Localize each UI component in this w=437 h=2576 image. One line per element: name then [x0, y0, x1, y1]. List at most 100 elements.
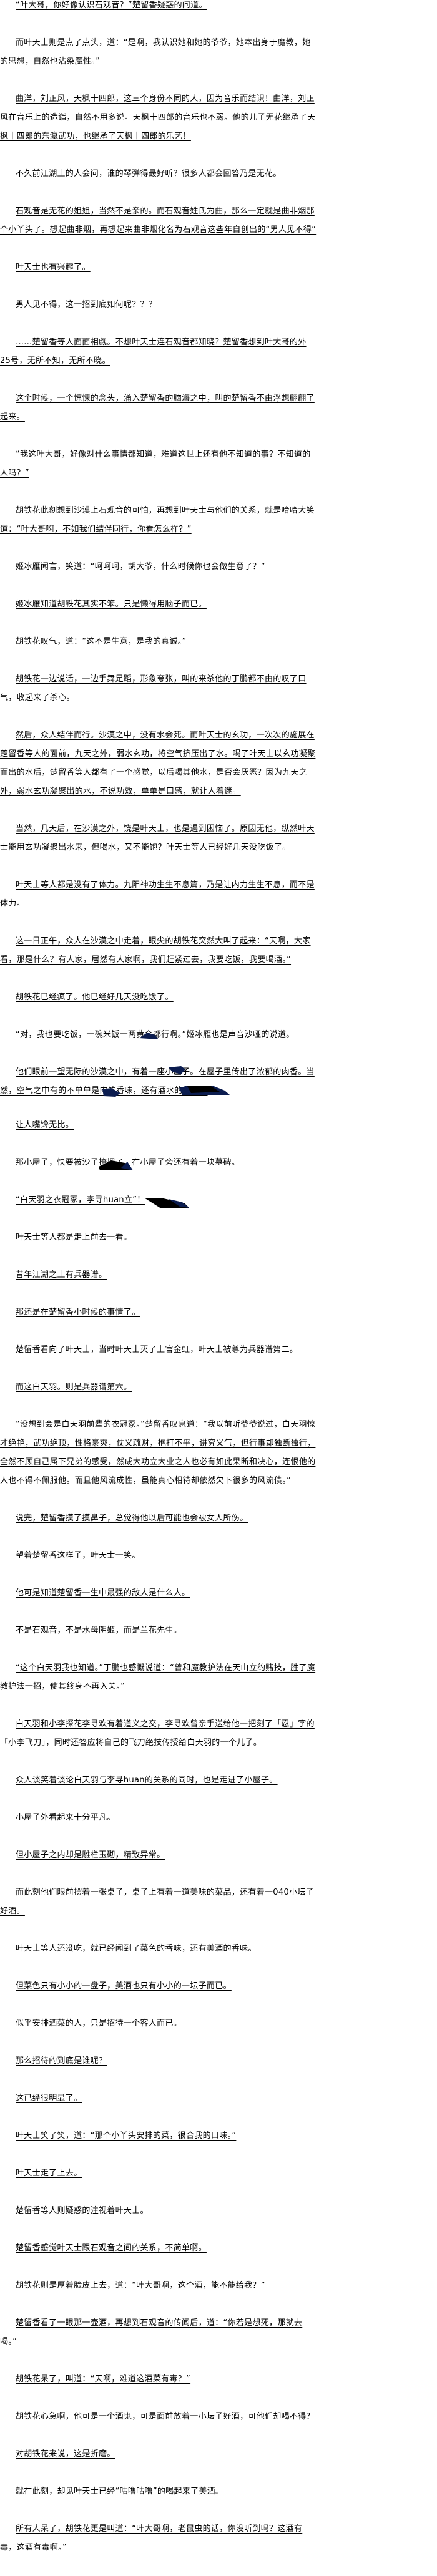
- paragraph-text: 他们眼前一望无际的沙漠之中，有着一座小屋子。在屋子里传出了浓郁的肉香。当然，空气…: [0, 1067, 315, 1096]
- paragraph: 那么招待的到底是谁呢？: [0, 2052, 317, 2071]
- paragraph: 这已经很明显了。: [0, 2089, 317, 2108]
- paragraph: 胡铁花此刻想到沙漠上石观音的可怕，再想到叶天士与他们的关系，就是哈哈大笑道：“叶…: [0, 502, 317, 539]
- paragraph-text: 胡铁花此刻想到沙漠上石观音的可怕，再想到叶天士与他们的关系，就是哈哈大笑道：“叶…: [0, 506, 315, 534]
- paragraph: 不久前江湖上的人会问，谁的琴弹得最好听？很多人都会回答乃是无花。: [0, 165, 317, 183]
- paragraph: 楚留香看向了叶天士，当时叶天士灭了上官金虹，叶天士被尊为兵器谱第二。: [0, 1341, 317, 1359]
- paragraph: 胡铁花叹气，道：“这不是生意，是我的真诚。”: [0, 633, 317, 651]
- paragraph-text: 叶天士等人都是走上前去一看。: [16, 1233, 132, 1242]
- paragraph-text: 那还是在楚留香小时候的事情了。: [16, 1308, 140, 1317]
- paragraph-text: 叶天士笑了笑，道：“那个小丫头安排的菜，很合我的口味。”: [16, 2131, 237, 2141]
- paragraph-text: 望着楚留香这样子，叶天士一笑。: [16, 1551, 140, 1560]
- paragraph-text: 姬冰雁知道胡铁花其实不笨。只是懒得用脑子而已。: [16, 600, 207, 609]
- paragraph-text: 胡铁花呆了，叫道：“天啊，难道这酒菜有毒？”: [16, 2374, 191, 2384]
- paragraph-text: 胡铁花叹气，道：“这不是生意，是我的真诚。”: [16, 637, 187, 646]
- paragraph: 而叶天士则是点了点头，道：“是啊，我认识她和她的爷爷，她本出身于魔教，她的思想，…: [0, 34, 317, 71]
- paragraph: 叶天士等人都是没有了体力。九阳神功生生不息篇，乃是让内力生生不息，而不是体力。: [0, 876, 317, 913]
- paragraph-text: “我这叶大哥，好像对什么事情都知道，难道这世上还有他不知道的事？不知道的人吗？”: [0, 450, 311, 478]
- paragraph-text: 小屋子外看起来十分平凡。: [16, 1813, 115, 1822]
- paragraph: 男人见不得，这一招到底如何呢？？？: [0, 296, 317, 314]
- paragraph-text: 他可是知道楚留香一生中最强的敌人是什么人。: [16, 1588, 190, 1598]
- paragraph: “叶大哥，你好像认识石观音？”楚留香疑惑的问道。: [0, 0, 317, 15]
- paragraph-text: 楚留香等人则疑惑的注视着叶天士。: [16, 2206, 149, 2215]
- paragraph-text: “对，我也要吃饭，一碗米饭一两黄金都行啊。”姬冰雁也是声音沙哑的说道。: [16, 1030, 295, 1039]
- paragraph: 姬冰雁知道胡铁花其实不笨。只是懒得用脑子而已。: [0, 595, 317, 614]
- paragraph-text: 男人见不得，这一招到底如何呢？？？: [16, 300, 157, 309]
- paragraph: 对胡铁花来说，这是折磨。: [0, 2445, 317, 2464]
- paragraph-text: 不久前江湖上的人会问，谁的琴弹得最好听？很多人都会回答乃是无花。: [16, 169, 282, 178]
- paragraph: 那小屋子，快要被沙子掩埋了。在小屋子旁还有着一块墓碑。: [0, 1154, 317, 1172]
- paragraph-text: 然后，众人结伴而行。沙漠之中，没有水会死。而叶天士的玄功，一次次的施展在楚留香等…: [0, 731, 316, 796]
- paragraph: 当然，几天后，在沙漠之外，饶是叶天士，也是遇到困恼了。原因无他，纵然叶天士能用玄…: [0, 820, 317, 857]
- paragraph-text: 楚留香看了一眼那一壶酒，再想到石观音的传闻后，道：“你若是想死，那就去喝。”: [0, 2318, 303, 2346]
- paragraph-text: 胡铁花已经疯了。他已经好几天没吃饭了。: [16, 993, 174, 1002]
- paragraph: 曲洋，刘正风，天枫十四郎，这三个身份不同的人，因为音乐而结识！曲洋，刘正风在音乐…: [0, 90, 317, 146]
- paragraph-text: 叶天士等人都是没有了体力。九阳神功生生不息篇，乃是让内力生生不息，而不是体力。: [0, 880, 315, 908]
- paragraph-text: “叶大哥，你好像认识石观音？”楚留香疑惑的问道。: [16, 1, 207, 10]
- paragraph: “白天羽之衣冠冢，李寻huan立”！: [0, 1191, 317, 1210]
- paragraph-text: 众人谈笑着谈论白天羽与李寻huan的关系的同时，也是走进了小屋子。: [16, 1776, 278, 1785]
- paragraph-text: 楚留香看向了叶天士，当时叶天士灭了上官金虹，叶天士被尊为兵器谱第二。: [16, 1345, 298, 1354]
- paragraph-text: 但小屋子之内却是雕栏玉砌，精致异常。: [16, 1850, 165, 1860]
- paragraph-text: 这一日正午，众人在沙漠之中走着，眼尖的胡铁花突然大叫了起来：“天啊，大家看，那是…: [0, 936, 311, 965]
- paragraph: 叶天士等人都是走上前去一看。: [0, 1228, 317, 1247]
- paragraph-text: 那小屋子，快要被沙子掩埋了。在小屋子旁还有着一块墓碑。: [16, 1158, 240, 1167]
- paragraph: 说完，楚留香摸了摸鼻子，总觉得他以后可能也会被女人所伤。: [0, 1509, 317, 1528]
- paragraph-text: 那么招待的到底是谁呢？: [16, 2056, 107, 2066]
- paragraph: 楚留香等人则疑惑的注视着叶天士。: [0, 2202, 317, 2220]
- paragraph-text: 而这白天羽。则是兵器谱第六。: [16, 1383, 132, 1392]
- paragraph: 叶天士走了上去。: [0, 2164, 317, 2183]
- paragraph: “我这叶大哥，好像对什么事情都知道，难道这世上还有他不知道的事？不知道的人吗？”: [0, 445, 317, 483]
- paragraph: 石观音是无花的姐姐，当然不是亲的。而石观音姓氏为曲，那么一定就是曲非烟那个小丫头…: [0, 202, 317, 240]
- paragraph: 胡铁花已经疯了。他已经好几天没吃饭了。: [0, 988, 317, 1007]
- paragraph-text: 这个时候，一个惊悚的念头，涌入楚留香的脑海之中，叫的楚留香不由浮想翩翩了起来。: [0, 394, 315, 422]
- paragraph: 他们眼前一望无际的沙漠之中，有着一座小屋子。在屋子里传出了浓郁的肉香。当然，空气…: [0, 1063, 317, 1101]
- paragraph: 楚留香看了一眼那一壶酒，再想到石观音的传闻后，道：“你若是想死，那就去喝。”: [0, 2314, 317, 2351]
- paragraph-text: 不是石观音，不是水母阴姬，而是兰花先生。: [16, 1626, 182, 1635]
- paragraph-text: “没想到会是白天羽前辈的衣冠冢。”楚留香叹息道：“我以前听爷爷说过，白天羽惊才绝…: [0, 1420, 316, 1485]
- document-body: “叶大哥，你好像认识石观音？”楚留香疑惑的问道。 而叶天士则是点了点头，道：“是…: [0, 0, 317, 2557]
- paragraph-text: 而叶天士则是点了点头，道：“是啊，我认识她和她的爷爷，她本出身于魔教，她的思想，…: [0, 38, 311, 66]
- paragraph-text: “白天羽之衣冠冢，李寻huan立”！: [16, 1195, 145, 1205]
- paragraph: 望着楚留香这样子，叶天士一笑。: [0, 1547, 317, 1565]
- paragraph-text: 叶天士也有兴趣了。: [16, 263, 91, 272]
- paragraph: 叶天士也有兴趣了。: [0, 258, 317, 277]
- paragraph: 那还是在楚留香小时候的事情了。: [0, 1303, 317, 1322]
- paragraph: 众人谈笑着谈论白天羽与李寻huan的关系的同时，也是走进了小屋子。: [0, 1771, 317, 1790]
- paragraph-text: 曲洋，刘正风，天枫十四郎，这三个身份不同的人，因为音乐而结识！曲洋，刘正风在音乐…: [0, 94, 316, 141]
- paragraph-text: 叶天士走了上去。: [16, 2169, 82, 2178]
- paragraph-text: 而此刻他们眼前摆着一张桌子，桌子上有着一道美味的菜品，还有着一040小坛子好酒。: [0, 1888, 314, 1916]
- paragraph: 胡铁花心急啊，他可是一个酒鬼，可是面前放着一小坛子好酒，可他们却喝不得？: [0, 2408, 317, 2426]
- paragraph-text: 所有人呆了，胡铁花更是叫道：“叶大哥啊，老鼠虫的话，你没听到吗？这酒有毒，这酒有…: [0, 2524, 303, 2552]
- paragraph: 胡铁花一边说话，一边手舞足蹈，形象夸张，叫的来杀他的丁鹏都不由的叹了口气，收起来…: [0, 670, 317, 707]
- paragraph: 胡铁花呆了，叫道：“天啊，难道这酒菜有毒？”: [0, 2370, 317, 2389]
- paragraph: 白天羽和小李探花李寻欢有着道义之交，李寻欢曾亲手送给他一把刻了「忍」字的「小李飞…: [0, 1715, 317, 1752]
- paragraph: ……楚留香等人面面相觑。不想叶天士连石观音都知晓？楚留香想到叶大哥的外25号，无…: [0, 333, 317, 371]
- paragraph: 胡铁花则是厚着脸皮上去，道：“叶大哥啊，这个酒，能不能给我？”: [0, 2277, 317, 2295]
- paragraph: 而此刻他们眼前摆着一张桌子，桌子上有着一道美味的菜品，还有着一040小坛子好酒。: [0, 1883, 317, 1921]
- paragraph: 不是石观音，不是水母阴姬，而是兰花先生。: [0, 1621, 317, 1640]
- paragraph-text: 姬冰雁闻言，笑道：“呵呵呵，胡大爷，什么时候你也会做生意了？”: [16, 562, 265, 571]
- paragraph: 叶天士等人还没吃，就已经闻到了菜色的香味，还有美酒的香味。: [0, 1940, 317, 1958]
- paragraph-text: 胡铁花心急啊，他可是一个酒鬼，可是面前放着一小坛子好酒，可他们却喝不得？: [16, 2412, 315, 2421]
- paragraph: 让人嘴馋无比。: [0, 1116, 317, 1135]
- paragraph-text: ……楚留香等人面面相觑。不想叶天士连石观音都知晓？楚留香想到叶大哥的外25号，无…: [0, 338, 307, 366]
- paragraph: 所有人呆了，胡铁花更是叫道：“叶大哥啊，老鼠虫的话，你没听到吗？这酒有毒，这酒有…: [0, 2520, 317, 2557]
- paragraph-text: “这个白天羽我也知道。”丁鹏也感慨说道：“曾和魔教护法在天山立约赌技，胜了魔教护…: [0, 1663, 316, 1691]
- paragraph-text: 石观音是无花的姐姐，当然不是亲的。而石观音姓氏为曲，那么一定就是曲非烟那个小丫头…: [0, 207, 317, 235]
- paragraph: 然后，众人结伴而行。沙漠之中，没有水会死。而叶天士的玄功，一次次的施展在楚留香等…: [0, 726, 317, 801]
- paragraph: 姬冰雁闻言，笑道：“呵呵呵，胡大爷，什么时候你也会做生意了？”: [0, 558, 317, 576]
- paragraph-text: 这已经很明显了。: [16, 2094, 82, 2103]
- paragraph: 昔年江湖之上有兵器谱。: [0, 1266, 317, 1285]
- paragraph-text: 但菜色只有小小的一盘子，美酒也只有小小的一坛子而已。: [16, 1981, 232, 1991]
- paragraph-text: 胡铁花则是厚着脸皮上去，道：“叶大哥啊，这个酒，能不能给我？”: [16, 2281, 265, 2290]
- paragraph-text: 对胡铁花来说，这是折磨。: [16, 2449, 115, 2459]
- paragraph: “没想到会是白天羽前辈的衣冠冢。”楚留香叹息道：“我以前听爷爷说过，白天羽惊才绝…: [0, 1416, 317, 1490]
- paragraph: 就在此刻，却见叶天士已经“咕噜咕噜”的喝起来了美酒。: [0, 2482, 317, 2501]
- paragraph-text: 似乎安排酒菜的人，只是招待一个客人而已。: [16, 2019, 182, 2028]
- paragraph: 但菜色只有小小的一盘子，美酒也只有小小的一坛子而已。: [0, 1977, 317, 1996]
- paragraph: 小屋子外看起来十分平凡。: [0, 1809, 317, 1827]
- paragraph: 似乎安排酒菜的人，只是招待一个客人而已。: [0, 2015, 317, 2033]
- paragraph-text: 白天羽和小李探花李寻欢有着道义之交，李寻欢曾亲手送给他一把刻了「忍」字的「小李飞…: [0, 1719, 315, 1747]
- paragraph-text: 胡铁花一边说话，一边手舞足蹈，形象夸张，叫的来杀他的丁鹏都不由的叹了口气，收起来…: [0, 674, 307, 702]
- paragraph-text: 就在此刻，却见叶天士已经“咕噜咕噜”的喝起来了美酒。: [16, 2487, 224, 2496]
